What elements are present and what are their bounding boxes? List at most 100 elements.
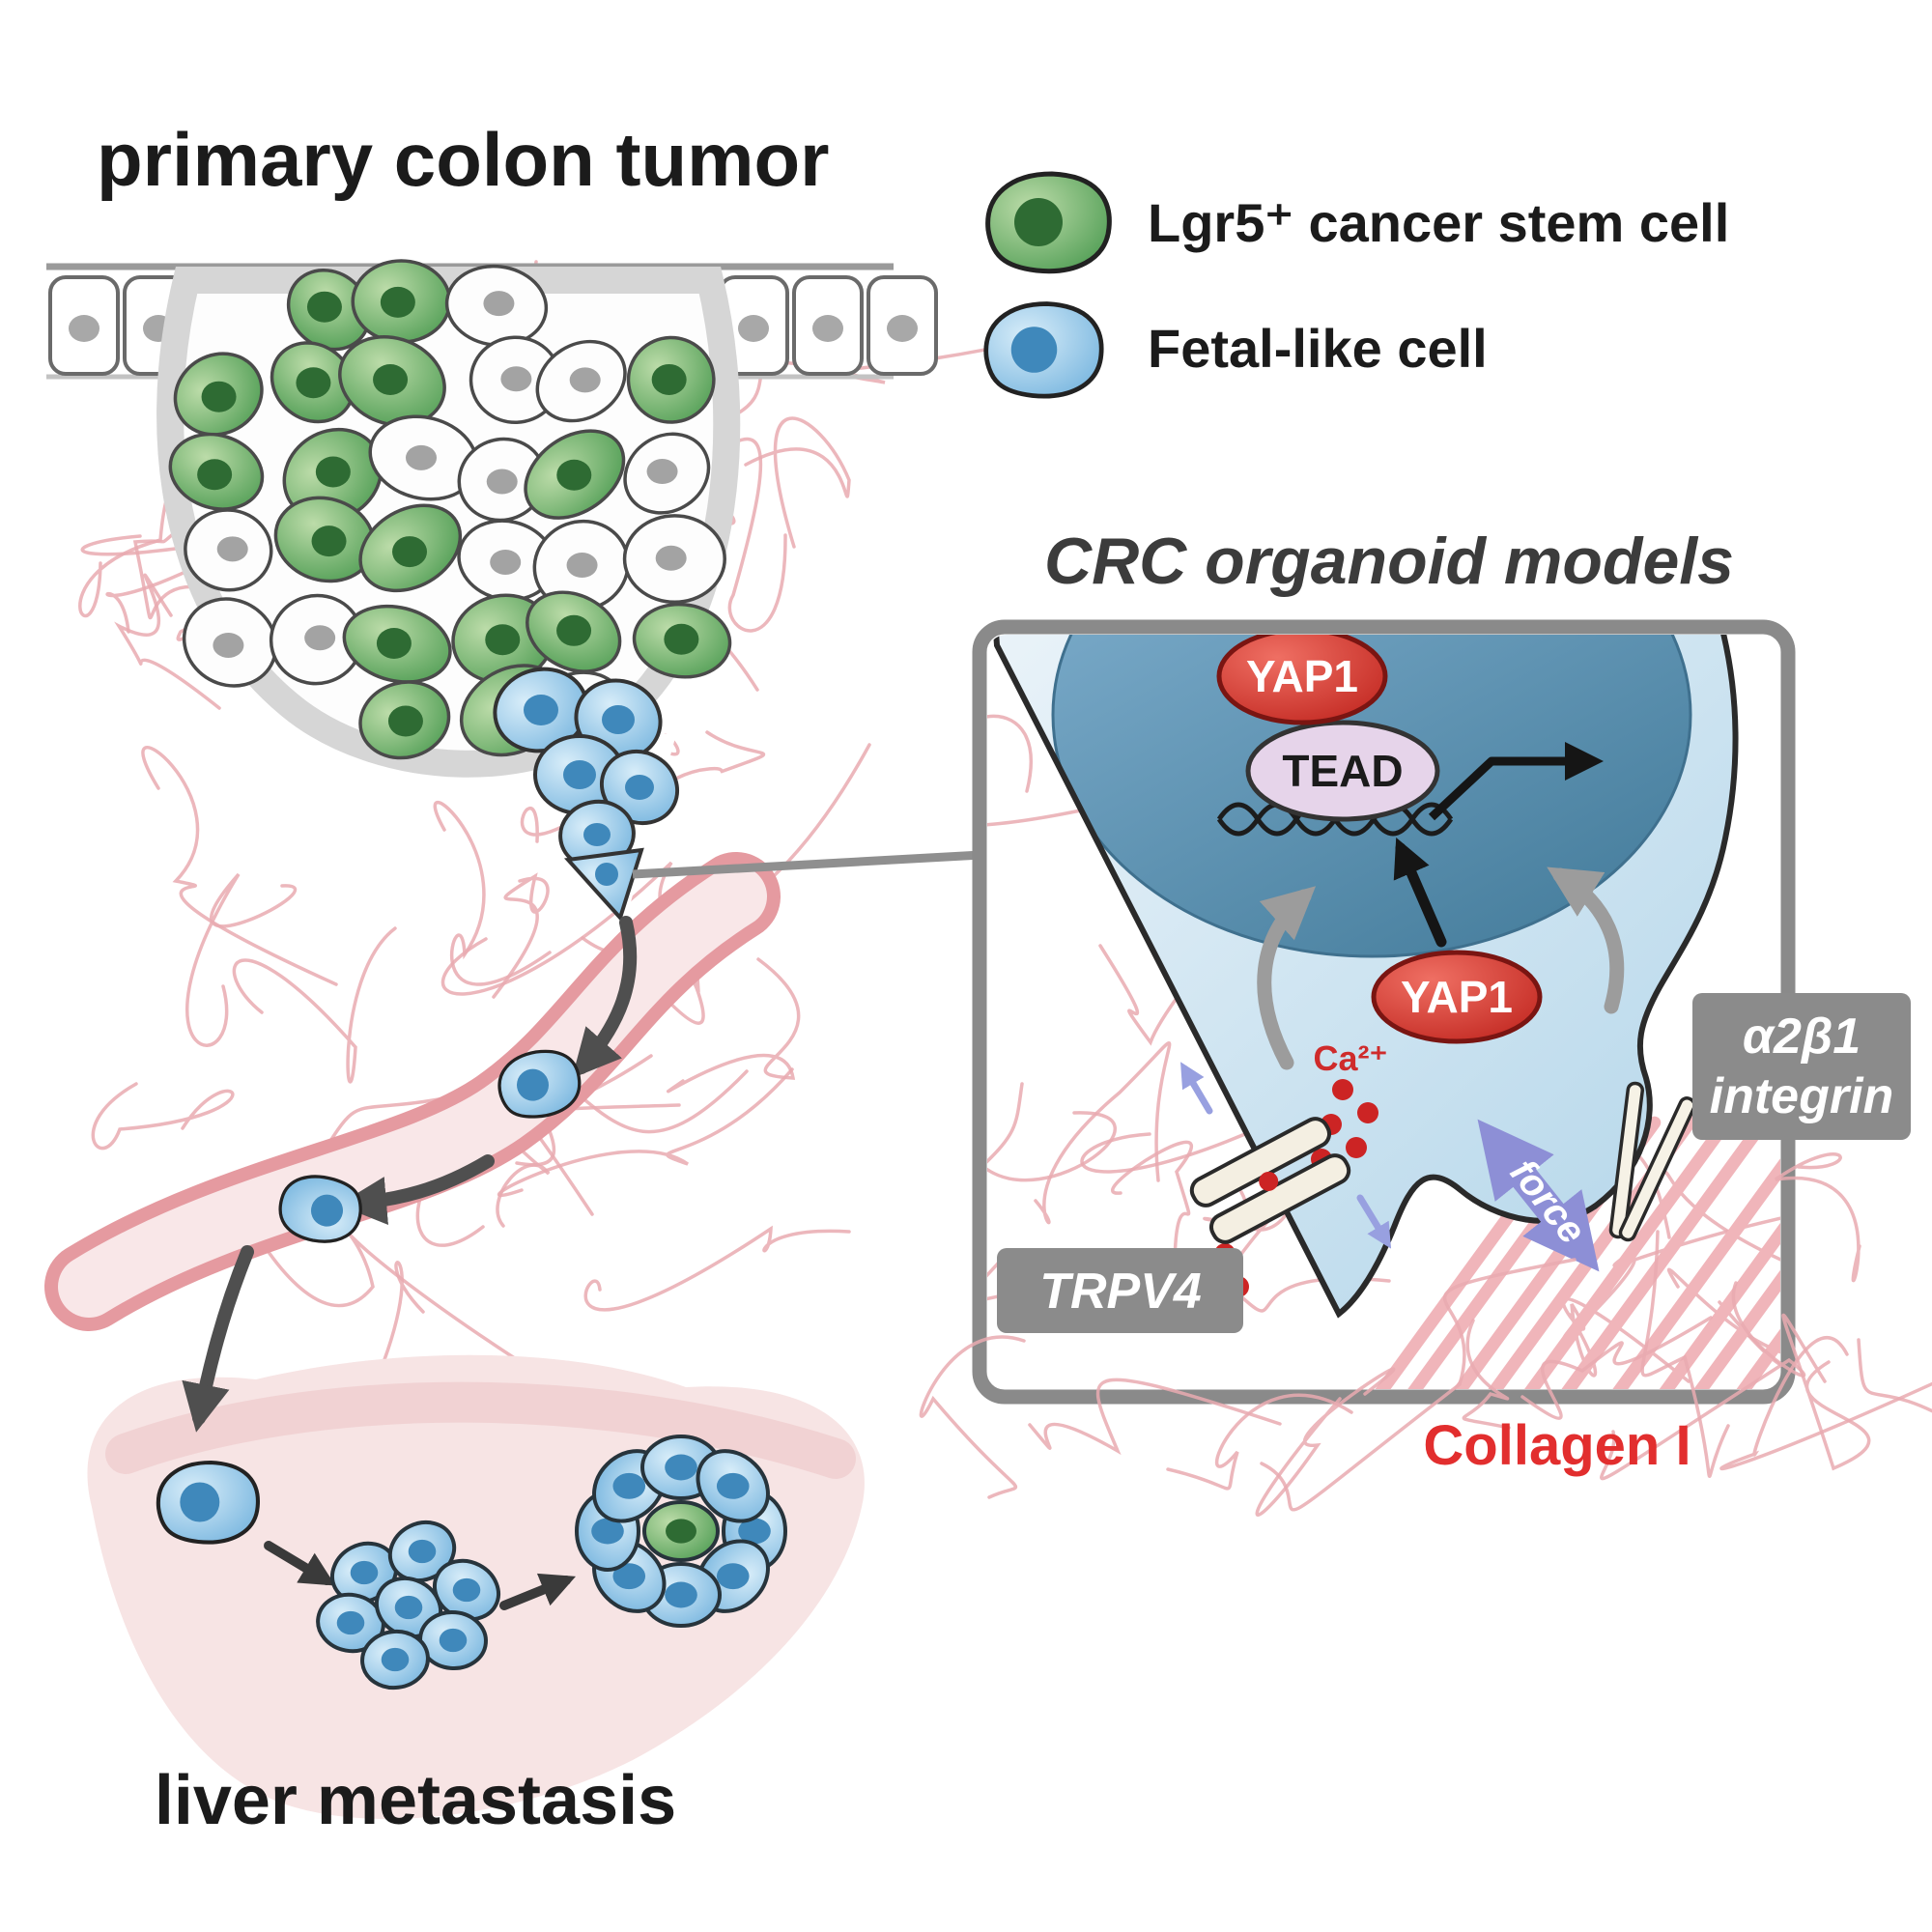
calcium-ion: [1332, 1079, 1353, 1100]
cell-nucleus: [311, 526, 347, 557]
outside-collagen-fibers: [919, 1152, 1932, 1517]
legend-fetal-cell-icon: [986, 304, 1101, 397]
calcium-ion: [1346, 1137, 1367, 1158]
force-arrow: [1477, 1119, 1600, 1272]
cell-nucleus: [296, 367, 331, 399]
collagen-bundle-line: [1654, 1121, 1780, 1389]
yap1-translocation-arrow: [1393, 837, 1447, 948]
collagen-fiber: [91, 1082, 235, 1151]
cell-nucleus: [665, 1454, 697, 1481]
cell-nucleus: [408, 1539, 437, 1564]
cell-nucleus: [452, 1577, 481, 1603]
legend: Lgr5⁺ cancer stem cell Fetal-like cell: [986, 174, 1729, 397]
collagen-fiber: [141, 746, 338, 986]
page-title: primary colon tumor: [97, 117, 829, 202]
cell-nucleus: [566, 553, 598, 579]
collagen-fiber: [1166, 1393, 1353, 1491]
metastasis-arrows: [182, 916, 638, 1433]
cell-nucleus: [201, 381, 237, 412]
cell-nucleus: [392, 536, 428, 568]
calcium-ion: [1259, 1171, 1279, 1191]
cell-nucleus: [315, 456, 351, 488]
collagen-fiber: [1640, 1230, 1730, 1478]
cell-nucleus: [738, 315, 769, 342]
cell-nucleus: [612, 1472, 646, 1499]
cell-nucleus: [666, 1519, 696, 1544]
tead-label: TEAD: [1282, 746, 1403, 796]
yap1-cytoplasm-label: YAP1: [1401, 972, 1513, 1022]
cell-nucleus: [625, 775, 654, 800]
integrin-label-box: [1692, 993, 1911, 1140]
cell-nucleus: [373, 363, 409, 395]
integrin-label-line1: α2β1: [1743, 1009, 1861, 1065]
cell-nucleus: [665, 1581, 697, 1608]
collagen-fiber: [1600, 1281, 1806, 1481]
arrow-seed-to-small-cluster: [264, 1541, 336, 1586]
cell-nucleus: [306, 291, 342, 323]
cell-nucleus: [602, 705, 635, 734]
collagen-fiber: [1666, 1267, 1780, 1389]
cell-nucleus: [485, 624, 521, 656]
zoom-connector-line: [632, 850, 982, 879]
collagen-bundle-line: [1531, 1107, 1776, 1389]
collagen-fiber: [232, 926, 397, 1084]
integrin-subunit: [1618, 1096, 1696, 1242]
inset-content: TEAD YAP1 YAP1 Ca²⁺: [987, 635, 1780, 1389]
collagen-fiber: [492, 872, 550, 999]
cell-nucleus: [406, 444, 438, 470]
cell-nucleus: [887, 315, 918, 342]
transcription-arrow: [1428, 742, 1604, 821]
cell-nucleus: [394, 1595, 423, 1620]
collagen-fiber: [583, 1225, 851, 1312]
primary-tumor: [156, 259, 741, 922]
cell-nucleus: [381, 1647, 410, 1672]
collagen-fiber: [987, 1082, 1117, 1182]
trpv4-label: TRPV4: [1039, 1264, 1202, 1320]
cell-nucleus: [304, 625, 336, 651]
blood-vessel: [44, 852, 781, 1331]
collagen-fiber: [1462, 1319, 1511, 1430]
cell-nucleus: [524, 695, 558, 725]
cell-nucleus: [490, 549, 522, 575]
collagen-fiber: [919, 1335, 1026, 1499]
signal-arrow-left: [1257, 886, 1317, 1070]
epithelial-cell-row: [48, 275, 938, 376]
cell-nucleus: [483, 291, 515, 317]
cell-nucleus: [336, 1610, 365, 1635]
cell-nucleus: [655, 545, 687, 571]
cell-nucleus: [486, 469, 518, 495]
cell-nucleus: [69, 315, 99, 342]
collagen-fiber: [497, 1067, 794, 1198]
cell-nucleus: [651, 363, 687, 395]
arrow-along-vessel: [338, 1154, 495, 1225]
inset-title: CRC organoid models: [1044, 525, 1734, 598]
collagen-bundle-line: [1573, 1120, 1780, 1389]
cell-nucleus: [646, 459, 678, 485]
cell-nucleus: [216, 536, 248, 562]
yap1-cytoplasm-oval: [1371, 950, 1543, 1044]
fetal-cell-funnel: [493, 667, 680, 922]
calcium-label: Ca²⁺: [1313, 1038, 1387, 1078]
legend-stem-cell-label: Lgr5⁺ cancer stem cell: [1148, 192, 1729, 253]
collagen-fiber: [1111, 1140, 1194, 1269]
liver-metastasis-clusters: [158, 1435, 787, 1690]
cell-nucleus: [595, 863, 618, 886]
trpv4-channel: [1189, 1117, 1351, 1244]
collagen-fiber: [114, 573, 221, 710]
membrane-tension-arrow: [1356, 1194, 1392, 1249]
liver-metastasis-label: liver metastasis: [155, 1762, 676, 1839]
collagen-fiber: [1775, 1152, 1861, 1283]
vessel-lumen: [58, 866, 767, 1318]
collagen-fiber: [1520, 1316, 1713, 1420]
cell-nucleus: [350, 1560, 379, 1585]
yap1-nuclear-label: YAP1: [1246, 651, 1358, 701]
collagen-fiber: [987, 714, 1162, 828]
cell-nucleus: [569, 367, 601, 393]
collagen-label: Collagen I: [1423, 1414, 1690, 1477]
cell-nucleus-large: [1051, 635, 1692, 958]
collagen-fiber: [185, 872, 298, 1047]
cell-nucleus: [583, 823, 611, 846]
fetal-cell-membrane: [991, 635, 1739, 1319]
